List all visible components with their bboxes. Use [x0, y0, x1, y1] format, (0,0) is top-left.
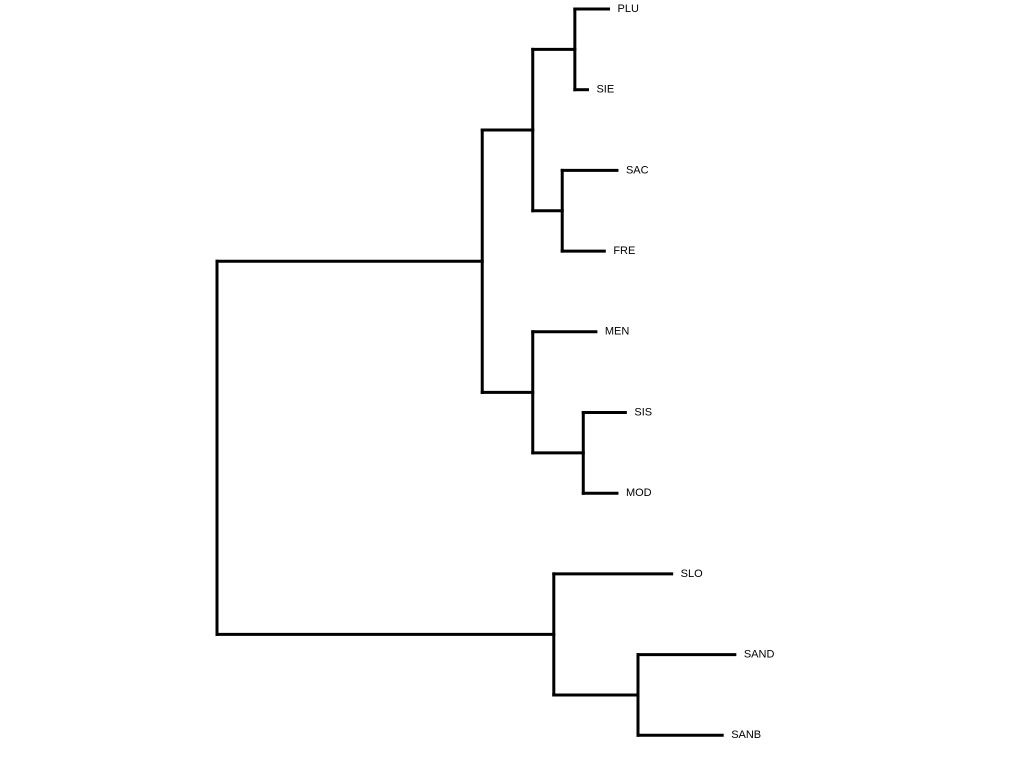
leaf-label-mod: MOD	[626, 487, 652, 499]
leaf-label-slo: SLO	[681, 568, 703, 580]
leaf-label-plu: PLU	[618, 3, 639, 15]
leaf-label-sanb: SANB	[731, 729, 761, 741]
leaf-label-fre: FRE	[613, 245, 635, 257]
leaf-label-sis: SIS	[634, 406, 652, 418]
leaf-label-sac: SAC	[626, 164, 649, 176]
leaf-label-sand: SAND	[744, 649, 775, 661]
leaf-label-men: MEN	[605, 326, 630, 338]
leaf-label-sie: SIE	[596, 84, 614, 96]
